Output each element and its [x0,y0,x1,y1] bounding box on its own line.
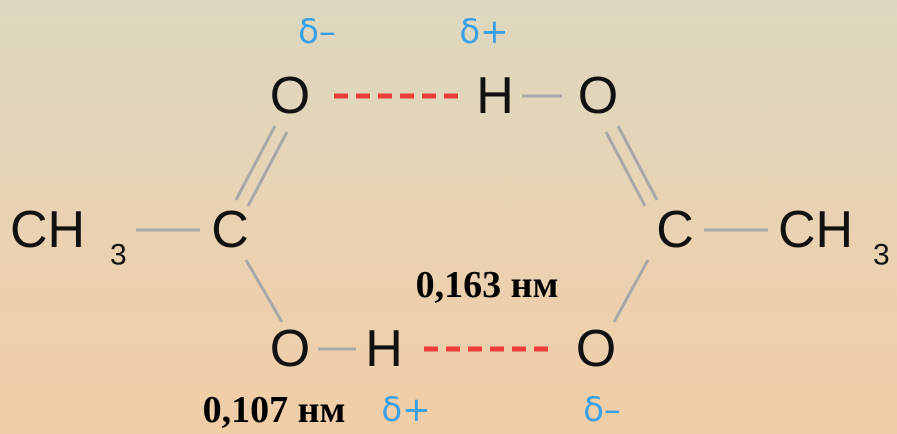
double-bond-c-o-left-b [246,131,289,207]
double-bond-c-o-left-a [234,125,277,201]
double-bond-o-c-right-b [616,125,659,201]
partial-charge-bottom-left: δ+ [381,390,430,430]
partial-charge-bottom-right: δ– [583,390,621,430]
atom-o-top-left: O [270,67,310,125]
atom-c-right: C [656,201,694,259]
atom-o-bottom-left: O [270,320,310,378]
hydrogen-bond-length-label: 0,163 нм [416,264,559,306]
atom-ch3-right: CH [778,201,853,259]
covalent-bond-length-label: 0,107 нм [203,389,346,431]
atom-c-left: C [211,201,249,259]
atom-h-bottom: H [365,320,403,378]
bond-c-oh-left [244,259,284,323]
partial-charge-top-right: δ+ [459,12,508,52]
atom-ch3-left: CH [10,201,85,259]
atom-ch3-left-subscript: 3 [110,239,127,272]
bond-c-o-right [612,259,650,323]
double-bond-o-c-right-a [604,131,647,207]
atom-o-top-right: O [578,67,618,125]
atom-ch3-right-subscript: 3 [873,239,890,272]
atom-h-top: H [476,67,514,125]
partial-charge-top-left: δ– [298,12,336,52]
atom-o-bottom-right: O [576,320,616,378]
